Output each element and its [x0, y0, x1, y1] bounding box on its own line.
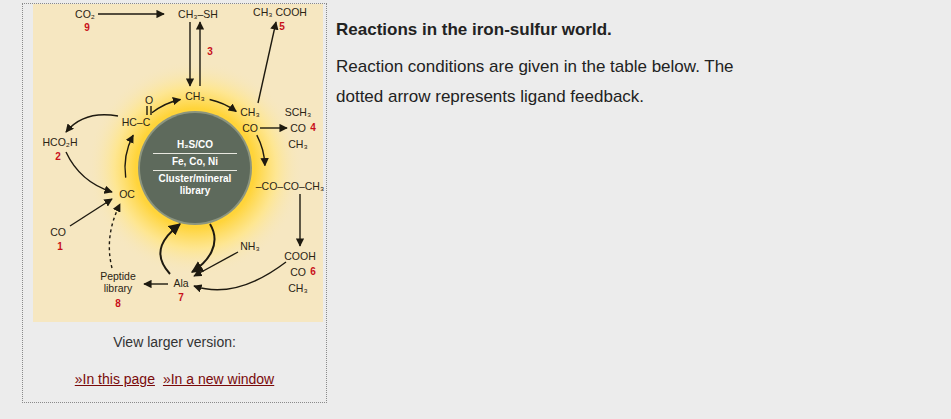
- figure-link: »In a new window: [163, 371, 274, 387]
- formula: CH₃–SH: [178, 8, 218, 20]
- callout-number: 3: [207, 46, 213, 58]
- formula: HCO₂H: [43, 136, 78, 148]
- formula: CH₃: [288, 282, 307, 294]
- figure-link: »In this page: [75, 371, 155, 387]
- figure-box: View larger version: »In this page »In a n…: [22, 3, 327, 403]
- callout-number: 5: [279, 21, 285, 33]
- formula: COOH: [284, 250, 316, 262]
- callout-number: 1: [57, 241, 63, 253]
- reaction-arrows: [66, 14, 300, 290]
- callout-number: 9: [84, 22, 90, 34]
- callout-number: 7: [178, 292, 184, 304]
- formula: Peptide library: [95, 270, 141, 294]
- formula: NH₃: [240, 240, 259, 252]
- formula: –CO–CO–CH₃: [256, 180, 324, 192]
- formula: CH₃: [288, 138, 307, 150]
- formula: CH₃: [240, 106, 259, 118]
- circle-text: Fe, Co, Ni: [153, 153, 237, 170]
- glow-ring: [87, 60, 303, 276]
- callout-number: 4: [310, 122, 316, 134]
- formula: CO: [50, 226, 66, 238]
- atom: O: [145, 94, 153, 106]
- callout-number: 8: [115, 298, 121, 310]
- catalyst-circle: H₂S/COFe, Co, NiCluster/mineral library: [140, 113, 250, 223]
- figure-title: Reactions in the iron-sulfur world.: [336, 20, 612, 40]
- formula: CO: [290, 266, 306, 278]
- circle-text: Cluster/mineral library: [153, 170, 237, 199]
- image-ground: [33, 4, 323, 322]
- formula: CO₂: [75, 8, 95, 20]
- formula: CO: [242, 122, 258, 134]
- formula: SCH₃: [285, 106, 311, 118]
- figure-caption: Reaction conditions are given in the tab…: [336, 52, 776, 112]
- formula: CH₃: [185, 90, 204, 102]
- formula: CH₃ COOH: [253, 6, 307, 18]
- callout-number: 6: [310, 266, 316, 278]
- circle-text: H₂S/CO: [153, 137, 237, 153]
- formula: Ala: [173, 277, 188, 289]
- link-row: »In this page »In a new window: [23, 371, 326, 387]
- formula: CO: [290, 122, 306, 134]
- callout-number: 2: [55, 151, 61, 163]
- formula: HC–C: [122, 116, 151, 128]
- formula: OC: [119, 188, 135, 200]
- view-larger-text: View larger version:: [23, 334, 326, 350]
